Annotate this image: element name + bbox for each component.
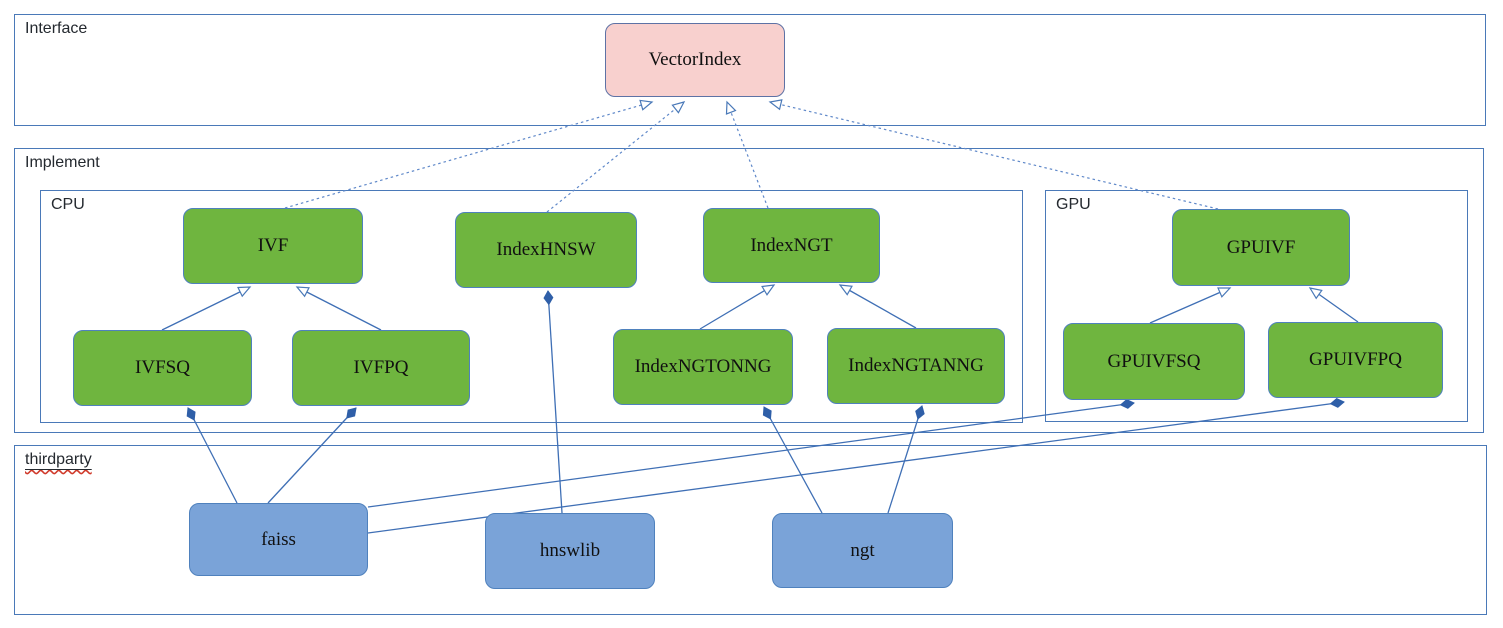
inheritance-edges <box>161 284 1359 331</box>
edge-indexhnsw-vectorindex <box>546 101 686 213</box>
edge-ivf-vectorindex <box>284 99 654 209</box>
container-gpu-label: GPU <box>1056 196 1091 213</box>
node-ivfpq-label: IVFPQ <box>353 357 409 378</box>
edge-indexngtonng-indexngt <box>699 284 776 330</box>
node-indexngtonng[interactable]: IndexNGTONNG <box>613 329 793 405</box>
node-gpuivfpq-label: GPUIVFPQ <box>1309 349 1402 370</box>
node-ngt-label: ngt <box>850 539 875 561</box>
edge-ivfpq-ivf <box>295 286 382 331</box>
node-ivf-label: IVF <box>257 235 289 256</box>
node-ngt[interactable]: ngt <box>772 513 953 588</box>
node-gpuivf[interactable]: GPUIVF <box>1172 209 1350 286</box>
edge-faiss-gpuivfsq <box>367 398 1135 508</box>
node-indexhnsw[interactable]: IndexHNSW <box>455 212 637 288</box>
node-gpuivfsq-label: GPUIVFSQ <box>1107 350 1201 372</box>
node-ivfsq-label: IVFSQ <box>135 357 190 378</box>
spellcheck-wavy-underline: thirdparty <box>25 451 92 468</box>
container-implement: Implement <box>14 148 1484 433</box>
edge-gpuivf-vectorindex <box>768 99 1219 210</box>
container-thirdparty: thirdparty <box>14 445 1487 615</box>
container-thirdparty-label: thirdparty <box>25 451 92 469</box>
container-cpu-label: CPU <box>51 196 85 213</box>
node-ivfpq[interactable]: IVFPQ <box>292 330 470 406</box>
node-faiss[interactable]: faiss <box>189 503 368 576</box>
node-indexngt-label: IndexNGT <box>750 234 833 256</box>
edge-indexngtanng-indexngt <box>838 284 917 329</box>
node-hnswlib[interactable]: hnswlib <box>485 513 655 589</box>
container-cpu: CPU <box>40 190 1023 423</box>
node-vectorindex-label: VectorIndex <box>648 49 742 70</box>
node-gpuivf-label: GPUIVF <box>1226 236 1296 258</box>
container-gpu: GPU <box>1045 190 1468 422</box>
container-interface-label: Interface <box>25 20 88 37</box>
node-vectorindex[interactable]: VectorIndex <box>605 23 785 97</box>
node-indexngtanng-label: IndexNGTANNG <box>848 355 984 376</box>
node-hnswlib-label: hnswlib <box>539 540 601 561</box>
node-gpuivfpq[interactable]: GPUIVFPQ <box>1268 322 1443 398</box>
edge-faiss-ivfpq <box>267 407 357 504</box>
node-indexngt[interactable]: IndexNGT <box>703 208 880 283</box>
container-implement-label: Implement <box>25 154 100 171</box>
node-ivf[interactable]: IVF <box>183 208 363 284</box>
edge-faiss-gpuivfpq <box>367 397 1345 534</box>
container-interface: Interface <box>14 14 1486 126</box>
edge-ngt-indexngtanng <box>887 405 925 514</box>
edge-hnswlib-indexhnsw <box>543 290 563 514</box>
edge-faiss-ivfsq <box>186 407 238 504</box>
node-ivfsq[interactable]: IVFSQ <box>73 330 252 406</box>
realization-edges <box>284 99 1219 213</box>
edge-gpuivfpq-gpuivf <box>1308 287 1359 323</box>
node-indexngtonng-label: IndexNGTONNG <box>634 356 772 377</box>
composition-edges <box>186 290 1345 534</box>
node-indexhnsw-label: IndexHNSW <box>496 239 596 260</box>
edge-gpuivfsq-gpuivf <box>1149 287 1232 324</box>
edge-indexngt-vectorindex <box>725 100 769 209</box>
node-gpuivfsq[interactable]: GPUIVFSQ <box>1063 323 1245 400</box>
node-faiss-label: faiss <box>261 528 296 550</box>
node-indexngtanng[interactable]: IndexNGTANNG <box>827 328 1005 404</box>
edge-ivfsq-ivf <box>161 286 252 331</box>
edge-ngt-indexngtonng <box>762 406 823 514</box>
